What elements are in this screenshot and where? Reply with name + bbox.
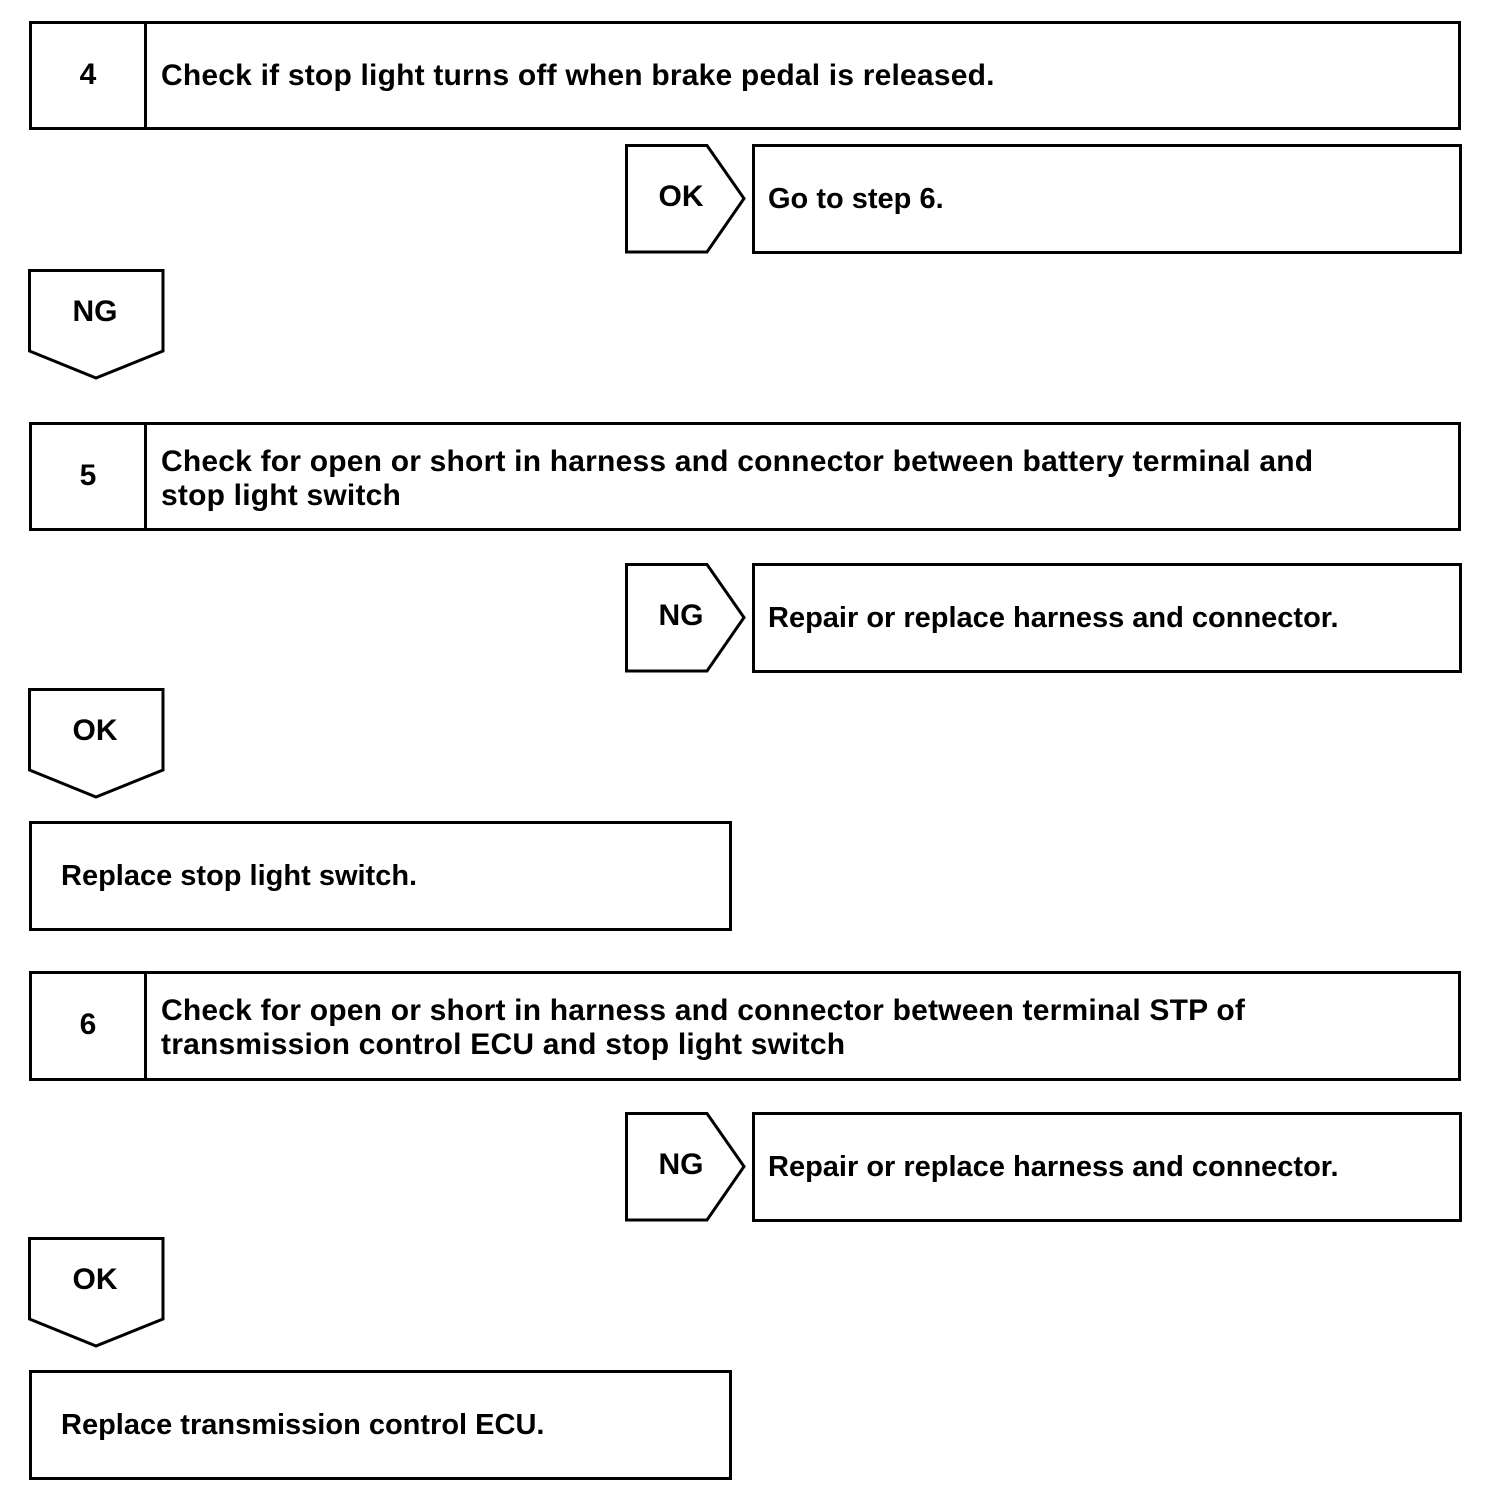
result-text: Replace stop light switch.	[61, 859, 418, 892]
arrow-label: NG	[658, 599, 704, 632]
step-6-box: 6 Check for open or short in harness and…	[29, 971, 1461, 1081]
step-text-line: Check for open or short in harness and c…	[161, 994, 1246, 1027]
ok-arrow: OK	[28, 688, 166, 800]
replace-switch-box: Replace stop light switch.	[29, 821, 732, 931]
step-text: Check for open or short in harness and c…	[147, 425, 1458, 528]
result-text: Replace transmission control ECU.	[61, 1408, 545, 1441]
result-text: Repair or replace harness and connector.	[768, 601, 1339, 634]
arrow-label: OK	[72, 714, 118, 747]
step-text-line: Check for open or short in harness and c…	[161, 445, 1314, 478]
repair-harness-box: Repair or replace harness and connector.	[752, 563, 1462, 673]
arrow-label: NG	[72, 295, 118, 328]
step-4-box: 4 Check if stop light turns off when bra…	[29, 21, 1461, 130]
step-number: 5	[32, 425, 147, 528]
ng-arrow: NG	[625, 1112, 747, 1222]
step-text: Check if stop light turns off when brake…	[161, 59, 995, 92]
ok-arrow: OK	[28, 1237, 166, 1349]
step-5-box: 5 Check for open or short in harness and…	[29, 422, 1461, 531]
go-to-step-box: Go to step 6.	[752, 144, 1462, 254]
ng-arrow: NG	[28, 269, 166, 381]
arrow-label: OK	[658, 180, 704, 213]
replace-ecu-box: Replace transmission control ECU.	[29, 1370, 732, 1480]
step-number: 6	[32, 974, 147, 1078]
step-text-line: transmission control ECU and stop light …	[161, 1028, 846, 1061]
arrow-label: OK	[72, 1263, 118, 1296]
result-text: Repair or replace harness and connector.	[768, 1150, 1339, 1183]
step-text: Check for open or short in harness and c…	[147, 974, 1458, 1078]
result-text: Go to step 6.	[768, 182, 944, 215]
ng-arrow: NG	[625, 563, 747, 673]
step-text-line: stop light switch	[161, 479, 402, 512]
ok-arrow: OK	[625, 144, 747, 254]
arrow-label: NG	[658, 1148, 704, 1181]
repair-harness-box: Repair or replace harness and connector.	[752, 1112, 1462, 1222]
step-number: 4	[32, 24, 147, 127]
